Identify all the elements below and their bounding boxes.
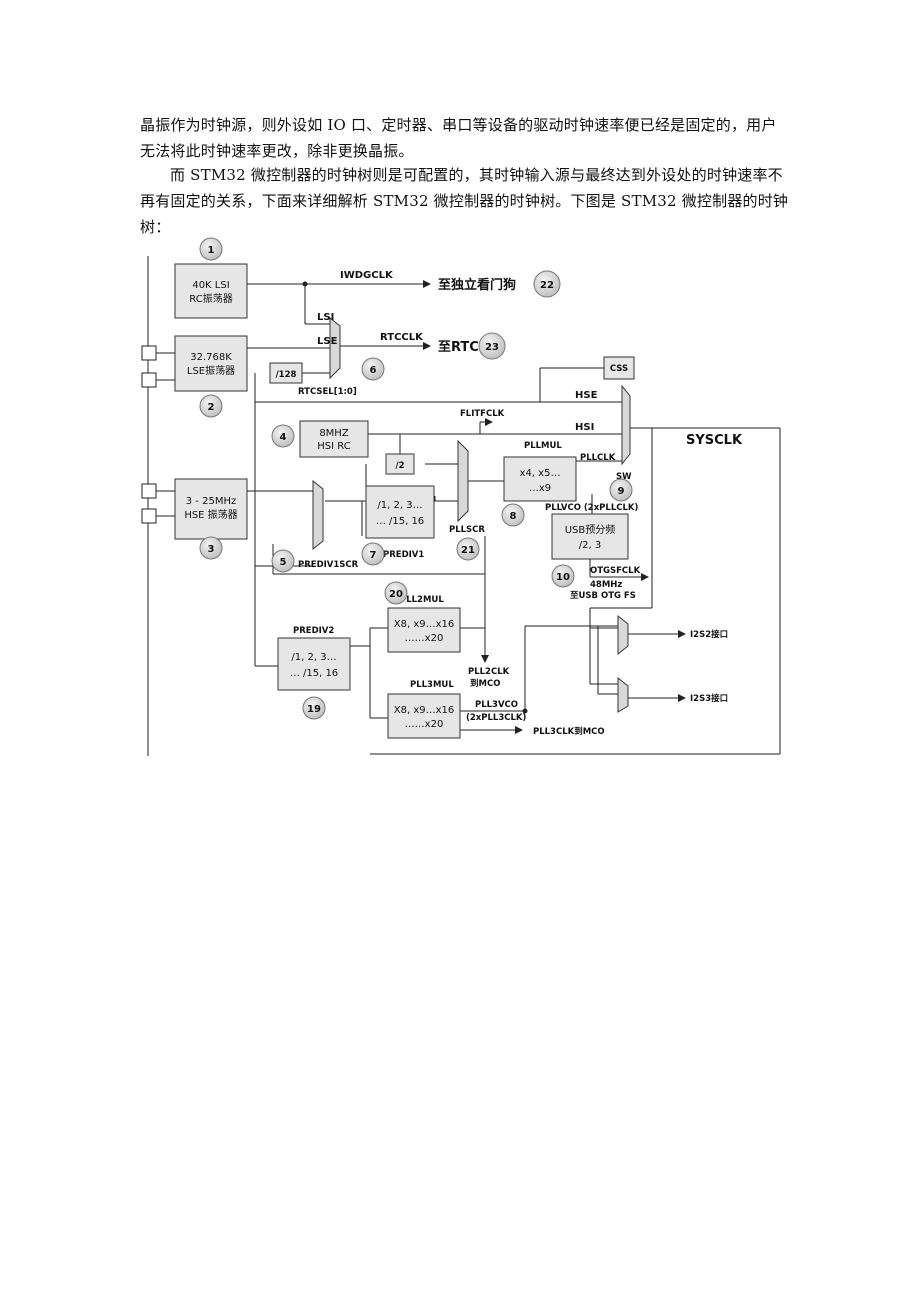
pll3vco-label: PLL3VCO <box>475 700 518 710</box>
prediv1scr-label: PREDIV1SCR <box>298 560 359 570</box>
stm32-clock-tree-diagram: 40K LSI RC振荡器 32.768K LSE振荡器 /128 CSS 8M… <box>141 237 781 756</box>
to-iwdg-label: 至独立看门狗 <box>438 277 516 293</box>
css-block <box>603 356 635 380</box>
i2s2-label: I2S2接口 <box>690 629 728 640</box>
lsi-oscillator-block <box>174 263 248 319</box>
pll3mul-line2: ……x20 <box>405 719 444 730</box>
sw-mux <box>621 384 631 466</box>
marker-21: 21 <box>461 545 475 556</box>
prediv2-label: PREDIV2 <box>293 626 334 636</box>
prediv2-line1: /1, 2, 3… <box>291 652 336 663</box>
div128-label: /128 <box>276 370 297 380</box>
pllmul-line1: x4, x5… <box>520 468 561 479</box>
marker-5: 5 <box>280 557 287 568</box>
hsi-rc-block <box>299 420 369 458</box>
prediv1-line1: /1, 2, 3… <box>377 500 422 511</box>
pll2mul-line1: X8, x9…x16 <box>394 619 455 630</box>
i2s3-label: I2S3接口 <box>690 693 728 704</box>
pll3mul-label: PLL3MUL <box>410 680 454 690</box>
i2s2-mux <box>617 614 629 656</box>
hse-oscillator-block <box>174 478 248 540</box>
marker-2: 2 <box>208 402 215 413</box>
usb-line1: USB预分频 <box>565 523 616 536</box>
prediv1-line2: … /15, 16 <box>376 516 424 527</box>
marker-9: 9 <box>618 486 625 497</box>
pllmul-block <box>503 456 577 502</box>
pll2mul-block <box>387 607 461 653</box>
pll3vco-sub-label: (2xPLL3CLK) <box>466 713 526 723</box>
marker-7: 7 <box>370 550 377 561</box>
paragraph-clock-tree: 而 STM32 微控制器的时钟树则是可配置的，其时钟输入源与最终达到外设处的时钟… <box>140 166 789 236</box>
pllscr-label: PLLSCR <box>449 525 485 535</box>
lse-oscillator-block <box>174 335 248 392</box>
div128-block <box>269 362 303 384</box>
otgsfclk-label: OTGSFCLK <box>590 566 641 576</box>
pll3mul-block <box>387 693 461 739</box>
marker-20: 20 <box>389 589 403 600</box>
usb-line2: /2, 3 <box>579 540 601 551</box>
hse-line1: 3 - 25MHz <box>186 496 236 507</box>
marker-22: 22 <box>540 280 554 291</box>
css-label: CSS <box>610 364 628 374</box>
hsi-line1: 8MHZ <box>319 428 349 439</box>
hsi-label: HSI <box>575 422 594 433</box>
lsi-line2: RC振荡器 <box>189 292 232 305</box>
i2s3-mux <box>617 676 629 713</box>
lse-line2: LSE振荡器 <box>187 364 235 377</box>
usb-prescaler-block <box>551 513 629 560</box>
hsi-line2: HSI RC <box>317 441 350 452</box>
prediv1-block <box>365 485 435 539</box>
prediv2-block <box>277 637 351 691</box>
pllvco-label: PLLVCO (2xPLLCLK) <box>545 503 638 513</box>
48mhz-label: 48MHz <box>590 580 622 590</box>
div2-block <box>385 453 415 475</box>
pll2mul-label: PLL2MUL <box>400 595 444 605</box>
hse-line2: HSE 振荡器 <box>184 508 237 521</box>
usb-otg-label: 至USB OTG FS <box>570 591 636 601</box>
marker-19: 19 <box>307 704 321 715</box>
rtcsel-label: RTCSEL[1:0] <box>298 387 357 397</box>
pll3mul-line1: X8, x9…x16 <box>394 705 455 716</box>
marker-3: 3 <box>208 544 215 555</box>
flitfclk-label: FLITFCLK <box>460 409 505 419</box>
marker-6: 6 <box>370 365 377 376</box>
marker-8: 8 <box>510 511 517 522</box>
pllmul-label: PLLMUL <box>524 441 562 451</box>
lsi-label: LSI <box>317 312 334 323</box>
prediv1-label: PREDIV1 <box>383 550 424 560</box>
sw-label: SW <box>616 472 632 482</box>
pllmul-line2: …x9 <box>529 483 551 494</box>
lsi-line1: 40K LSI <box>192 280 229 291</box>
div2-label: /2 <box>395 461 404 471</box>
pll2mul-line2: ……x20 <box>405 633 444 644</box>
rtc-mux <box>329 316 341 380</box>
pllscr-mux <box>457 439 469 523</box>
paragraph-intro: 晶振作为时钟源，则外设如 IO 口、定时器、串口等设备的驱动时钟速率便已经是固定… <box>140 116 777 160</box>
prediv1scr-mux <box>312 479 324 551</box>
marker-23: 23 <box>485 342 499 353</box>
to-rtc-label: 至RTC <box>438 340 479 355</box>
pllclk-label: PLLCLK <box>580 453 616 463</box>
iwdgclk-label: IWDGCLK <box>340 270 394 281</box>
lse-label: LSE <box>317 336 338 347</box>
marker-1: 1 <box>208 245 215 256</box>
sysclk-label: SYSCLK <box>686 433 743 448</box>
marker-10: 10 <box>556 572 570 583</box>
prediv2-line2: … /15, 16 <box>290 668 338 679</box>
marker-4: 4 <box>280 432 287 443</box>
pll2-to-mco-label: 到MCO <box>470 678 500 689</box>
pll3clk-mco-label: PLL3CLK到MCO <box>533 726 605 737</box>
lse-line1: 32.768K <box>190 352 232 363</box>
hse-label: HSE <box>575 390 598 401</box>
rtcclk-label: RTCCLK <box>380 332 424 343</box>
pll2clk-label: PLL2CLK <box>468 667 510 677</box>
